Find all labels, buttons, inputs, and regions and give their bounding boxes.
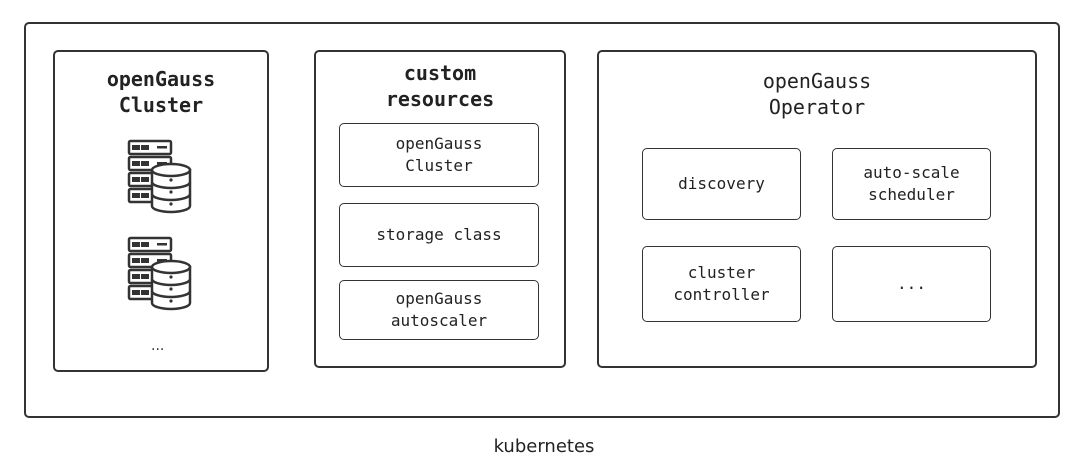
resource-storage-class-label: storage class <box>376 225 502 244</box>
opengauss-cluster-panel: openGauss Cluster <box>53 50 269 372</box>
cluster-more-ellipsis: ... <box>151 338 165 354</box>
server-database-icon <box>127 236 192 311</box>
server-database-icon <box>127 139 192 214</box>
operator-cluster-controller-label: cluster controller <box>673 263 770 304</box>
resource-opengauss-autoscaler-label: openGauss autoscaler <box>390 289 488 330</box>
resources-panel-title: custom resources <box>385 61 495 111</box>
kubernetes-container <box>24 22 1060 418</box>
operator-auto-scale-scheduler: auto-scale scheduler <box>832 148 991 220</box>
operator-discovery-label: discovery <box>678 174 765 193</box>
resource-opengauss-cluster-label: openGauss Cluster <box>395 134 483 175</box>
operator-more: ... <box>832 246 991 322</box>
opengauss-operator-panel: openGauss Operator discovery auto-scale … <box>597 50 1037 368</box>
custom-resources-panel: custom resources openGauss Cluster stora… <box>314 50 566 368</box>
operator-more-label: ... <box>897 274 926 293</box>
operator-panel-title: openGauss Operator <box>762 69 872 119</box>
resource-opengauss-cluster: openGauss Cluster <box>339 123 539 187</box>
cluster-panel-title: openGauss Cluster <box>106 67 216 117</box>
operator-auto-scale-scheduler-label: auto-scale scheduler <box>863 163 960 204</box>
operator-cluster-controller: cluster controller <box>642 246 801 322</box>
resource-storage-class: storage class <box>339 203 539 267</box>
resource-opengauss-autoscaler: openGauss autoscaler <box>339 280 539 340</box>
kubernetes-caption: kubernetes <box>493 436 595 457</box>
operator-discovery: discovery <box>642 148 801 220</box>
